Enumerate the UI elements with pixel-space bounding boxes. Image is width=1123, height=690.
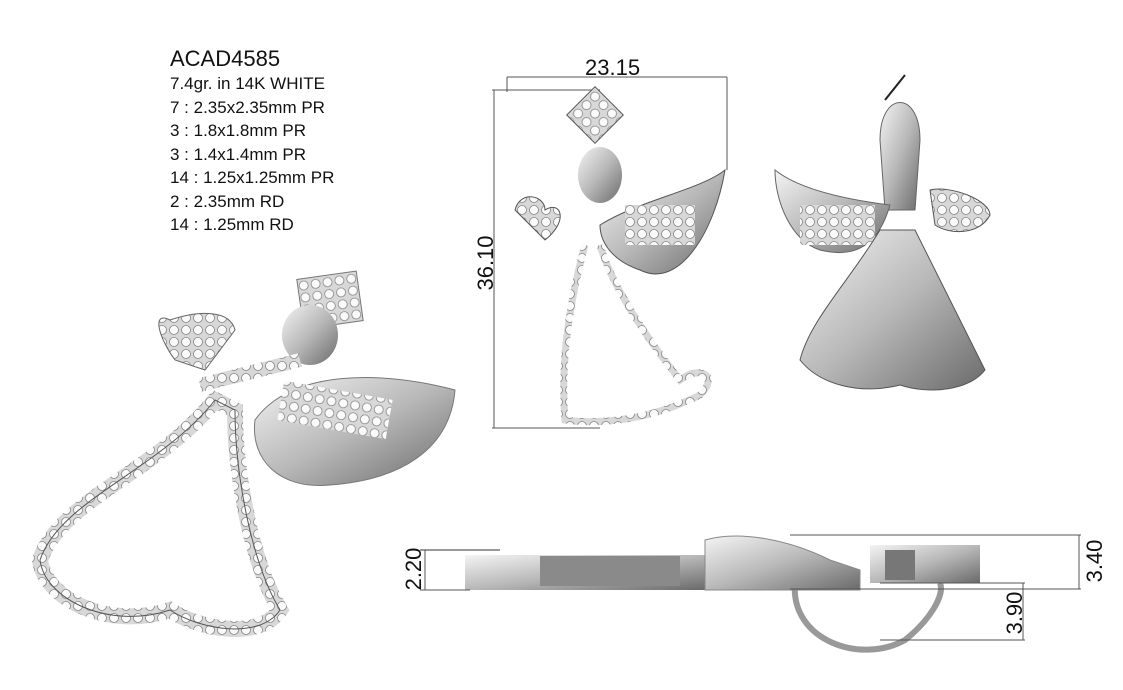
- side-view: [420, 534, 1081, 653]
- spec-line: 7 : 2.35x2.35mm PR: [170, 97, 325, 117]
- spec-line: 7.4gr. in 14K WHITE: [170, 74, 325, 93]
- spec-line: 14 : 1.25x1.25mm PR: [170, 168, 335, 187]
- front-view: [492, 76, 728, 429]
- spec-line: 2 : 2.35mm RD: [170, 191, 285, 211]
- spec-block: ACAD4585 7.4gr. in 14K WHITE 7 : 2.35x2.…: [170, 46, 334, 237]
- side-thickness-dimension: 2.20: [401, 547, 426, 591]
- width-dimension: 23.15: [585, 55, 641, 80]
- spec-line: 3 : 1.8x1.8mm PR: [170, 121, 307, 140]
- perspective-render: [31, 270, 456, 637]
- total-depth-dimension: 3.40: [1082, 539, 1107, 583]
- height-dimension: 36.10: [473, 235, 498, 291]
- back-view: [774, 74, 991, 391]
- spec-line: 3 : 1.4x1.4mm PR: [170, 144, 307, 164]
- spec-line: 14 : 1.25mm RD: [170, 215, 294, 234]
- product-code: ACAD4585: [170, 46, 281, 71]
- bail-dimension: 3.90: [1002, 591, 1027, 635]
